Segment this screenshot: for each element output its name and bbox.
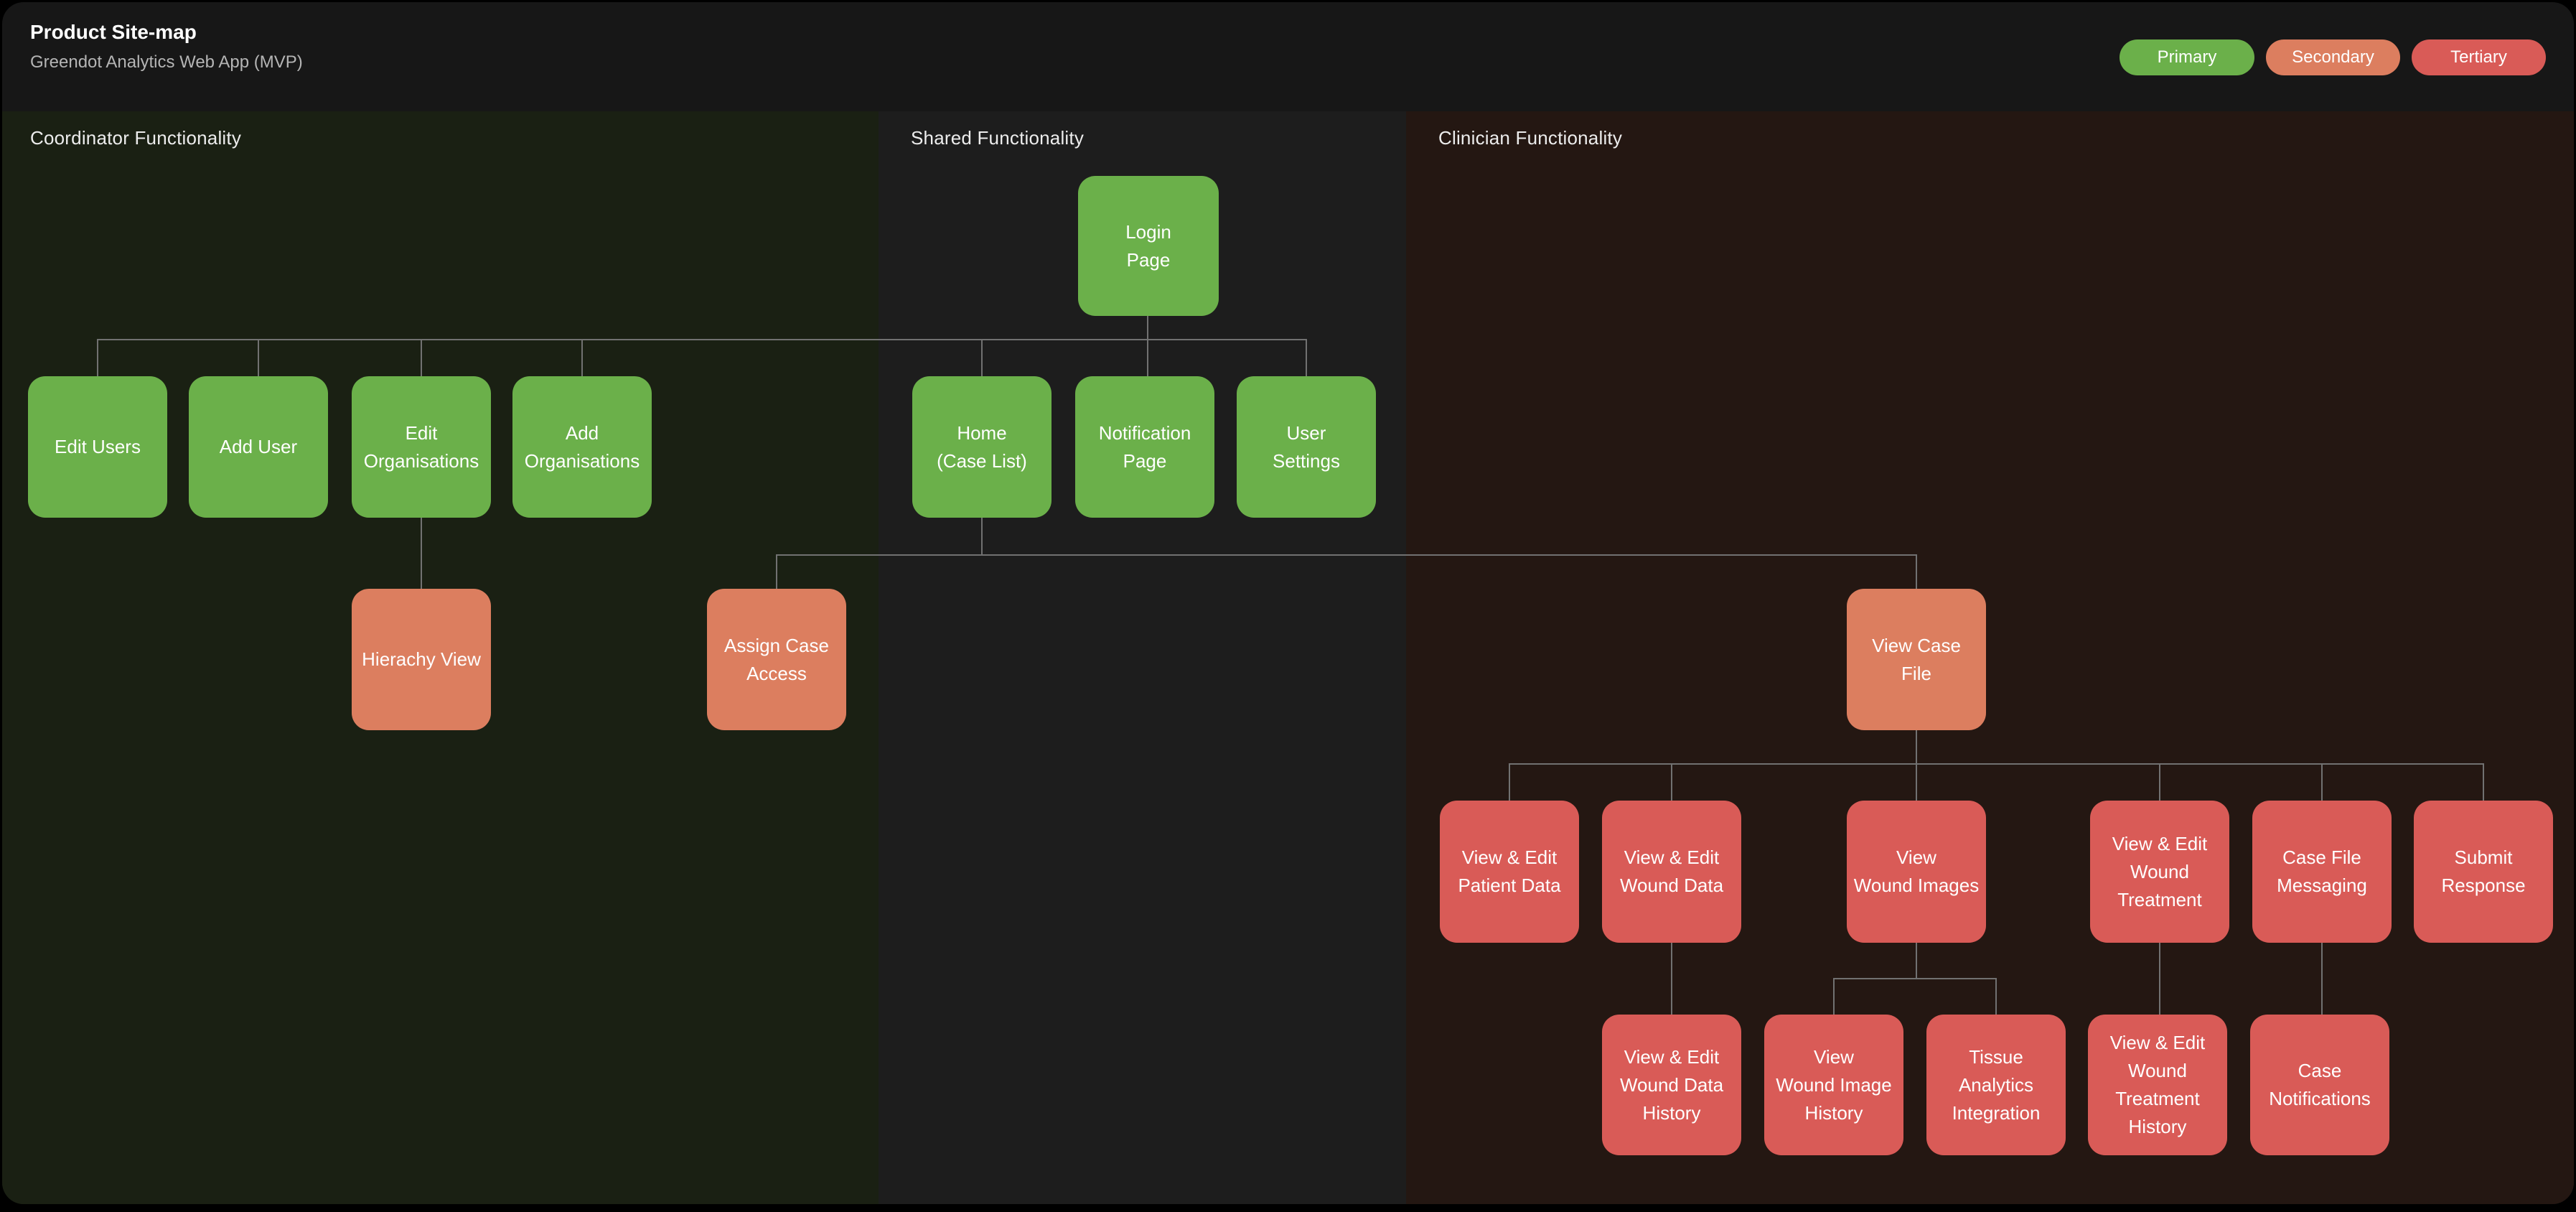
legend-primary-pill[interactable]: Primary xyxy=(2120,39,2254,75)
node-notification-page[interactable]: Notification Page xyxy=(1075,376,1214,518)
node-hierachy-view[interactable]: Hierachy View xyxy=(352,589,491,730)
node-user-settings[interactable]: User Settings xyxy=(1237,376,1376,518)
node-edit-users[interactable]: Edit Users xyxy=(28,376,167,518)
column-clinician-header: Clinician Functionality xyxy=(1438,127,1623,149)
connector-line xyxy=(1671,943,1672,1015)
connector-line xyxy=(1916,730,1917,801)
connector-line xyxy=(1509,763,2484,765)
node-label: View Wound Image History xyxy=(1776,1045,1892,1124)
node-home-case-list[interactable]: Home (Case List) xyxy=(912,376,1052,518)
connector-line xyxy=(1833,978,1997,979)
node-edit-organisations[interactable]: Edit Organisations xyxy=(352,376,491,518)
columns-strip: Coordinator Functionality Shared Functio… xyxy=(2,111,2574,1204)
connector-line xyxy=(97,339,98,378)
legend-label: Secondary xyxy=(2292,47,2374,67)
node-label: Submit Response xyxy=(2441,847,2526,896)
legend-tertiary-pill[interactable]: Tertiary xyxy=(2412,39,2546,75)
connector-line xyxy=(2321,943,2323,1015)
node-label: Case Notifications xyxy=(2269,1060,2371,1109)
node-label: View & Edit Wound Data xyxy=(1619,847,1724,896)
node-tissue-analytics-integration[interactable]: Tissue Analytics Integration xyxy=(1926,1015,2066,1155)
node-view-case-file[interactable]: View Case File xyxy=(1847,589,1986,730)
connector-line xyxy=(1995,978,1997,1015)
node-label: Case File Messaging xyxy=(2277,847,2367,896)
connector-line xyxy=(97,339,1307,340)
node-label: Add User xyxy=(219,436,298,457)
connector-line xyxy=(981,339,983,378)
node-label: Login Page xyxy=(1125,220,1171,271)
connector-line xyxy=(1916,554,1917,589)
node-assign-case-access[interactable]: Assign Case Access xyxy=(707,589,846,730)
node-label: View Case File xyxy=(1872,634,1961,684)
node-add-user[interactable]: Add User xyxy=(189,376,328,518)
connector-line xyxy=(1509,763,1510,801)
node-label: View & Edit Patient Data xyxy=(1458,847,1561,896)
node-view-wound-images[interactable]: View Wound Images xyxy=(1847,801,1986,943)
node-view-wound-image-history[interactable]: View Wound Image History xyxy=(1764,1015,1903,1155)
connector-line xyxy=(1671,763,1672,801)
legend-secondary-pill[interactable]: Secondary xyxy=(2266,39,2400,75)
node-label: Add Organisations xyxy=(524,421,640,472)
node-label: Notification Page xyxy=(1098,421,1191,472)
column-coordinator-header: Coordinator Functionality xyxy=(30,127,242,149)
node-label: Hierachy View xyxy=(362,648,481,670)
legend-label: Primary xyxy=(2157,47,2217,67)
node-label: Home (Case List) xyxy=(937,421,1027,472)
connector-line xyxy=(1306,339,1307,378)
connector-line xyxy=(981,518,983,556)
node-label: Tissue Analytics Integration xyxy=(1952,1045,2041,1124)
node-case-file-messaging[interactable]: Case File Messaging xyxy=(2252,801,2392,943)
node-label: View & Edit Wound Data History xyxy=(1619,1045,1724,1124)
page-subtitle: Greendot Analytics Web App (MVP) xyxy=(30,52,303,72)
connector-line xyxy=(1916,943,1917,979)
connector-line xyxy=(421,518,422,589)
connector-line xyxy=(2159,943,2160,1015)
node-label: View & Edit Wound Treatment History xyxy=(2109,1032,2206,1137)
connector-line xyxy=(2483,763,2484,801)
node-case-notifications[interactable]: Case Notifications xyxy=(2250,1015,2389,1155)
connector-line xyxy=(2321,763,2323,801)
node-view-edit-wound-treatment-history[interactable]: View & Edit Wound Treatment History xyxy=(2088,1015,2227,1155)
connector-line xyxy=(581,339,583,378)
node-submit-response[interactable]: Submit Response xyxy=(2414,801,2553,943)
node-label: Assign Case Access xyxy=(724,634,829,684)
page-title: Product Site-map xyxy=(30,21,197,43)
connector-line xyxy=(776,554,777,589)
node-label: Edit Users xyxy=(55,436,141,457)
connector-line xyxy=(1147,316,1148,376)
node-login-page[interactable]: Login Page xyxy=(1078,176,1219,316)
legend-label: Tertiary xyxy=(2450,47,2507,67)
node-view-edit-wound-treatment[interactable]: View & Edit Wound Treatment xyxy=(2090,801,2229,943)
node-view-edit-wound-data-history[interactable]: View & Edit Wound Data History xyxy=(1602,1015,1741,1155)
node-label: User Settings xyxy=(1273,421,1340,472)
node-label: View Wound Images xyxy=(1853,847,1980,896)
connector-line xyxy=(2159,763,2160,801)
connector-line xyxy=(258,339,259,378)
node-view-edit-patient-data[interactable]: View & Edit Patient Data xyxy=(1440,801,1579,943)
connector-line xyxy=(1833,978,1835,1015)
node-add-organisations[interactable]: Add Organisations xyxy=(512,376,652,518)
node-view-edit-wound-data[interactable]: View & Edit Wound Data xyxy=(1602,801,1741,943)
node-label: View & Edit Wound Treatment xyxy=(2112,832,2208,910)
node-label: Edit Organisations xyxy=(363,421,479,472)
connector-line xyxy=(421,339,422,378)
column-shared-header: Shared Functionality xyxy=(911,127,1085,149)
connector-line xyxy=(776,554,1917,556)
